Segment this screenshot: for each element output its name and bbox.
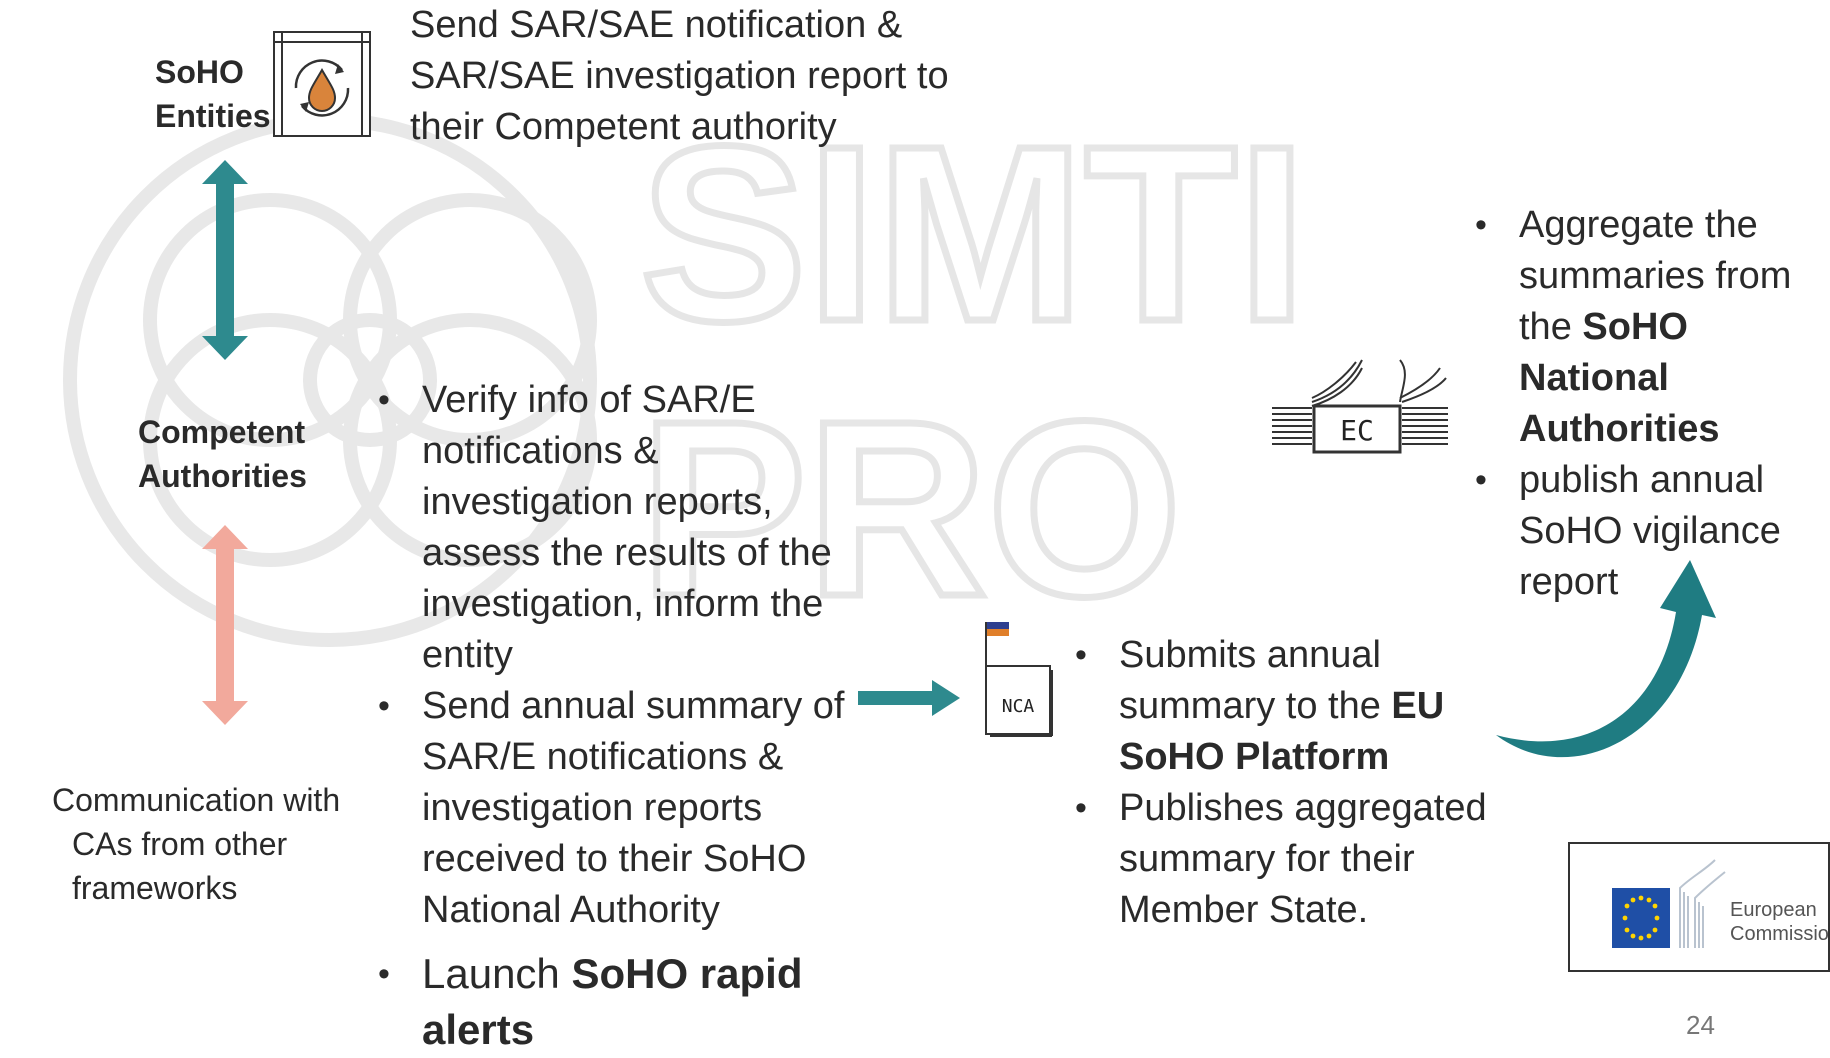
nca-list: Submits annual summary to the EU SoHO Pl…	[1075, 630, 1495, 936]
ec-bullet-publish: publish annual SoHO vigilance report	[1475, 455, 1820, 608]
ec-bullet-aggregate: Aggregate the summaries from the SoHO Na…	[1475, 200, 1820, 455]
eu-flag-icon	[1612, 859, 1726, 948]
ec-building-icon: EC	[1272, 359, 1448, 454]
nca-bullet-submit-bold: EU SoHO Platform	[1119, 685, 1445, 778]
soho-entities-text-line1: Send SAR/SAE notification &	[410, 4, 903, 46]
ca-bullet-rapid-alerts: Launch SoHO rapid alerts	[378, 946, 848, 1058]
nca-bullet-submit-pre: Submits annual summary to the	[1119, 634, 1392, 727]
watermark-line1: SIMTI	[640, 94, 1307, 373]
nca-bullet-publish: Publishes aggregated summary for their M…	[1075, 783, 1495, 936]
soho-entities-label-line1: SoHO	[155, 54, 244, 90]
competent-authorities-label-line1: Competent	[138, 414, 306, 450]
ec-bullet-aggregate-pre: Aggregate the summaries from the	[1519, 204, 1792, 348]
ec-icon-label: EC	[1340, 414, 1374, 447]
communication-line2: CAs from other	[72, 826, 288, 862]
soho-entities-text-line2: SAR/SAE investigation report to	[410, 55, 949, 97]
competent-authorities-label: Competent Authorities	[138, 410, 307, 498]
european-commission-logo-text: European Commission	[1730, 898, 1830, 946]
logo-line2: Commission	[1730, 923, 1830, 945]
soho-entities-label: SoHO Entities	[155, 50, 271, 138]
page-number: 24	[1686, 1010, 1715, 1040]
competent-authorities-label-line2: Authorities	[138, 458, 307, 494]
teal-double-arrow	[202, 160, 248, 360]
logo-line1: European	[1730, 899, 1817, 921]
blood-drop-cycle-icon	[273, 31, 371, 137]
ec-bullet-aggregate-bold: SoHO National Authorities	[1519, 306, 1720, 450]
ca-bullet-verify: Verify info of SAR/E notifications & inv…	[378, 375, 848, 681]
european-commission-logo: European Commission	[1568, 842, 1830, 972]
salmon-double-arrow	[202, 525, 248, 725]
soho-entities-text: Send SAR/SAE notification & SAR/SAE inve…	[410, 0, 949, 153]
competent-authorities-list: Verify info of SAR/E notifications & inv…	[378, 375, 848, 1058]
communication-line3: frameworks	[72, 870, 238, 906]
ca-bullet-rapid-alerts-pre: Launch	[422, 950, 572, 997]
nca-bullet-submit: Submits annual summary to the EU SoHO Pl…	[1075, 630, 1495, 783]
ca-bullet-rapid-alerts-bold: SoHO rapid alerts	[422, 950, 803, 1053]
communication-line1: Communication with	[52, 782, 341, 818]
soho-entities-text-line3: their Competent authority	[410, 106, 837, 148]
nca-building-flag-icon: NCA	[985, 622, 1053, 737]
ca-bullet-annual-summary: Send annual summary of SAR/E notificatio…	[378, 681, 848, 936]
nca-icon-label: NCA	[1002, 696, 1035, 717]
ec-list: Aggregate the summaries from the SoHO Na…	[1475, 200, 1820, 608]
soho-entities-label-line2: Entities	[155, 98, 271, 134]
communication-text: Communication with CAs from other framew…	[52, 778, 340, 910]
teal-right-arrow	[858, 680, 960, 716]
